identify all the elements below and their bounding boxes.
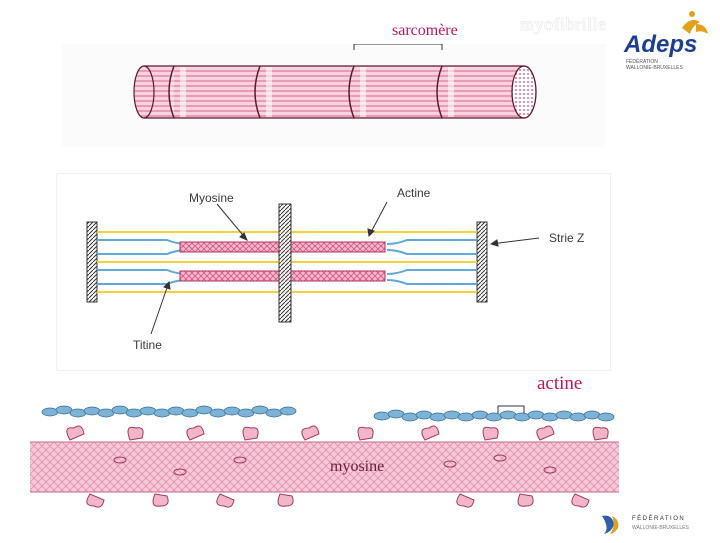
myosine-diagram-label: Myosine [189,191,234,205]
svg-text:Adeps: Adeps [623,31,697,58]
myofibril-panel [62,44,606,147]
strie-z-diagram-label: Strie Z [549,231,584,245]
federation-line-2: WALLONIE-BRUXELLES [632,525,689,531]
adeps-logo: Adeps FÉDÉRATION WALLONIE-BRUXELLES [622,8,716,72]
filament-illustration [30,402,619,510]
titine-diagram-label: Titine [133,338,162,352]
federation-line-1: FÉDÉRATION [632,516,685,522]
svg-text:WALLONIE-BRUXELLES: WALLONIE-BRUXELLES [626,65,683,71]
actine-diagram-label: Actine [397,186,430,200]
sarcomere-schematic-panel: Myosine Actine Strie Z Titine [57,174,610,370]
sarcomere-label: sarcomère [392,22,458,40]
svg-text:FÉDÉRATION: FÉDÉRATION [626,58,658,65]
myosine-label: myosine [330,458,384,476]
myofibrille-label: myofibrille [520,14,606,35]
actine-label: actine [537,373,582,395]
filament-panel [30,402,619,510]
federation-logo: FÉDÉRATION WALLONIE-BRUXELLES [598,512,716,538]
myofibril-illustration [62,44,606,147]
